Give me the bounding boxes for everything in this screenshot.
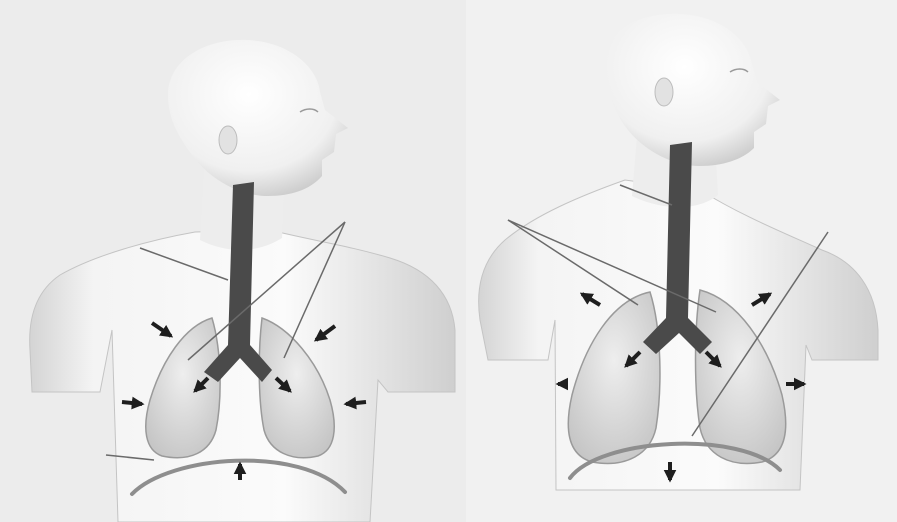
ear: [655, 78, 673, 106]
ear: [219, 126, 237, 154]
arrow-icon: [122, 402, 142, 404]
arrow-icon: [346, 402, 366, 404]
